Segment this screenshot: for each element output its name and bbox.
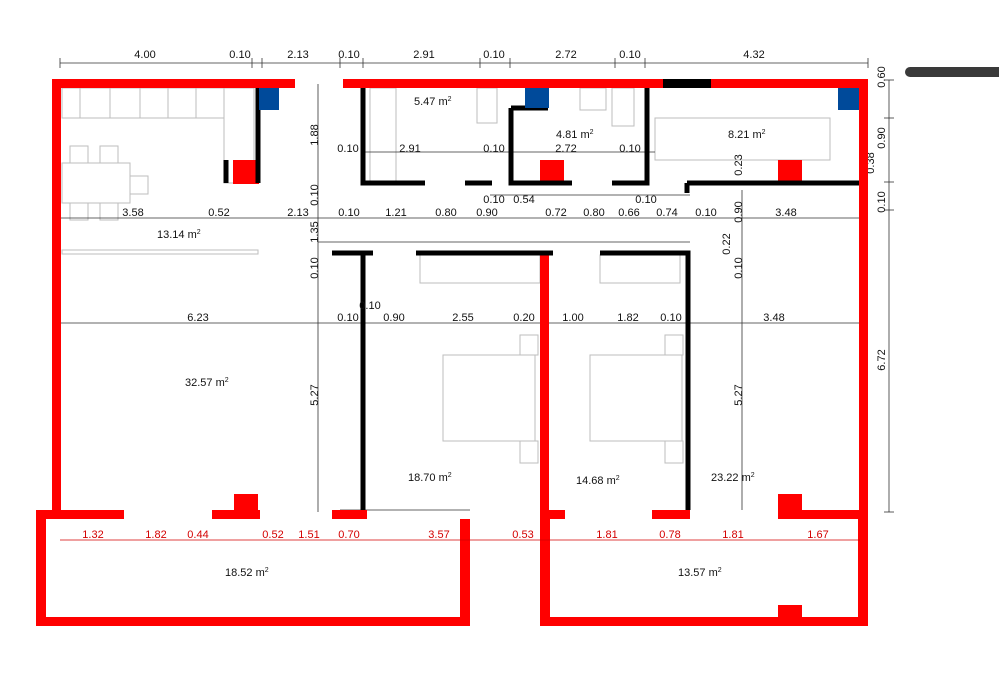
dim-label: 2.91 (399, 143, 420, 155)
shaft-icon (838, 88, 859, 110)
dim-label: 0.44 (187, 529, 208, 541)
dim-label: 0.74 (656, 207, 677, 219)
dim-label: 0.78 (659, 529, 680, 541)
dim-label: 1.51 (298, 529, 319, 541)
right-dimension-chain: 0.60 0.90 0.38 0.10 6.72 (865, 66, 894, 513)
dim-label: 0.10 (619, 49, 640, 61)
dim-label: 3.48 (775, 207, 796, 219)
dim-label: 1.32 (82, 529, 103, 541)
dim-label: 0.10 (483, 143, 504, 155)
dim-label: 0.10 (229, 49, 250, 61)
top-dimension-chain: 4.00 0.10 2.13 0.10 2.91 0.10 2.72 0.10 … (59, 49, 869, 68)
room-area-label: 18.52 m2 (225, 567, 269, 579)
dim-label: 5.27 (733, 384, 745, 405)
balcony-dimension-chain: 1.32 1.82 0.44 0.52 1.51 0.70 3.57 0.53 … (60, 529, 860, 541)
dim-label: 0.10 (309, 257, 321, 278)
dim-label: 1.35 (309, 221, 321, 242)
room-area-label: 14.68 m2 (576, 475, 620, 487)
dim-label: 4.00 (134, 49, 155, 61)
dim-label: 3.58 (122, 207, 143, 219)
dim-label: 2.91 (413, 49, 434, 61)
furniture (61, 87, 831, 464)
dim-label: 2.55 (452, 312, 473, 324)
dim-label: 0.90 (876, 127, 888, 148)
dim-label: 0.22 (721, 233, 733, 254)
dim-label: 0.80 (583, 207, 604, 219)
room-area-label: 8.21 m2 (728, 129, 766, 141)
room-area-label: 32.57 m2 (185, 377, 229, 389)
dim-label: 1.00 (562, 312, 583, 324)
dim-label: 0.10 (619, 143, 640, 155)
dim-label: 6.72 (876, 349, 888, 370)
dim-label: 1.82 (617, 312, 638, 324)
dim-label: 0.90 (383, 312, 404, 324)
dim-label: 0.72 (545, 207, 566, 219)
dim-label: 0.54 (513, 194, 534, 206)
shafts (259, 88, 859, 110)
room-area-label: 18.70 m2 (408, 472, 452, 484)
dim-label: 1.21 (385, 207, 406, 219)
dim-label: 1.82 (145, 529, 166, 541)
dim-label: 0.10 (483, 49, 504, 61)
dim-label: 0.10 (338, 49, 359, 61)
dim-label: 0.10 (695, 207, 716, 219)
dim-label: 1.81 (722, 529, 743, 541)
dim-label: 0.90 (476, 207, 497, 219)
dim-label: 0.10 (337, 143, 358, 155)
dim-label: 0.10 (338, 207, 359, 219)
interior-dimension-lines (60, 84, 860, 512)
dim-label: 0.10 (483, 194, 504, 206)
dim-label: 0.80 (435, 207, 456, 219)
dim-label: 0.10 (660, 312, 681, 324)
dim-label: 0.10 (733, 257, 745, 278)
dim-label: 0.10 (337, 312, 358, 324)
interior-dim-labels: 0.10 2.91 0.10 2.72 0.10 0.23 1.88 0.10 … (122, 124, 796, 405)
room-area-label: 4.81 m2 (556, 129, 594, 141)
horizontal-scrollbar[interactable] (905, 67, 999, 77)
dim-label: 3.57 (428, 529, 449, 541)
exterior-walls (36, 79, 868, 626)
dim-label: 6.23 (187, 312, 208, 324)
dim-label: 0.66 (618, 207, 639, 219)
dim-label: 0.23 (733, 154, 745, 175)
shaft-icon (259, 88, 279, 110)
dim-label: 3.48 (763, 312, 784, 324)
room-area-label: 13.57 m2 (678, 567, 722, 579)
room-area-label: 23.22 m2 (711, 472, 755, 484)
dim-label: 0.10 (309, 184, 321, 205)
dim-label: 0.52 (208, 207, 229, 219)
dim-label: 1.67 (807, 529, 828, 541)
dim-label: 0.70 (338, 529, 359, 541)
room-area-label: 5.47 m2 (414, 96, 452, 108)
dim-label: 1.81 (596, 529, 617, 541)
room-areas: 5.47 m2 4.81 m2 8.21 m2 13.14 m2 32.57 m… (157, 96, 766, 579)
dim-label: 2.13 (287, 207, 308, 219)
dim-label: 4.32 (743, 49, 764, 61)
dim-label: 0.10 (635, 194, 656, 206)
dim-label: 0.20 (513, 312, 534, 324)
dim-label: 0.10 (876, 191, 888, 212)
dim-label: 0.10 (359, 300, 380, 312)
dim-label: 2.72 (555, 49, 576, 61)
dim-label: 0.53 (512, 529, 533, 541)
dim-label: 0.60 (876, 66, 888, 87)
dim-label: 5.27 (309, 384, 321, 405)
dim-label: 2.72 (555, 143, 576, 155)
dim-label: 0.90 (733, 201, 745, 222)
dim-label: 2.13 (287, 49, 308, 61)
shaft-icon (525, 88, 549, 108)
room-area-label: 13.14 m2 (157, 229, 201, 241)
dim-label: 1.88 (309, 124, 321, 145)
dim-label: 0.52 (262, 529, 283, 541)
interior-walls (223, 88, 859, 510)
